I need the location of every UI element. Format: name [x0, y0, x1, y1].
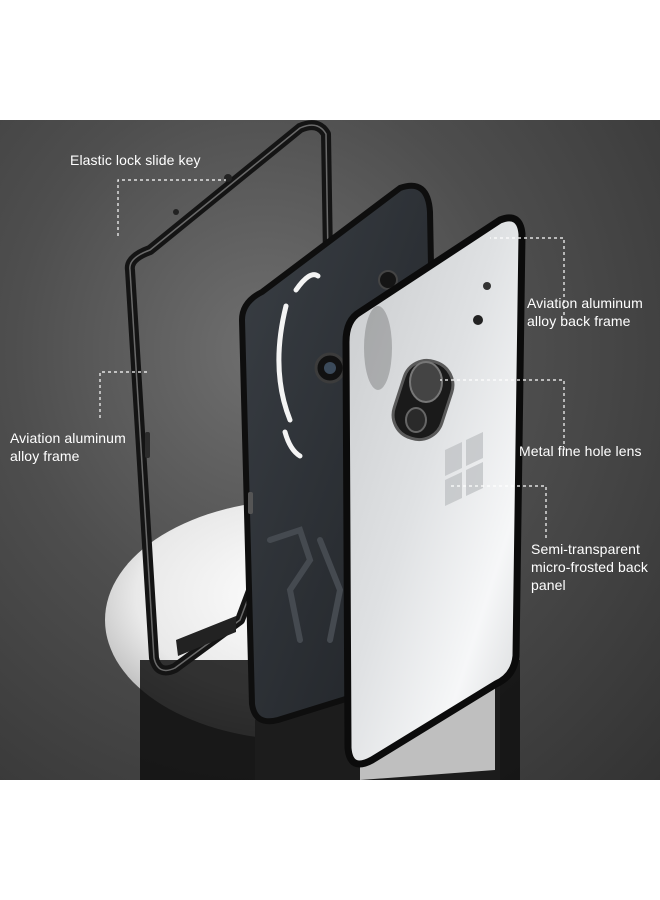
- callout-lens: Metal fine hole lens: [519, 442, 642, 460]
- product-illustration: [99, 120, 565, 780]
- callout-lens-text: Metal fine hole lens: [519, 443, 642, 459]
- callout-back-frame: Aviation aluminum alloy back frame: [527, 294, 643, 330]
- callout-lock-key: Elastic lock slide key: [70, 151, 201, 169]
- callout-leaders: [99, 179, 565, 538]
- product-scene: Elastic lock slide key Aviation aluminum…: [0, 120, 660, 780]
- callout-back-panel-text: Semi-transparent micro-frosted back pane…: [531, 541, 648, 593]
- callout-back-frame-text: Aviation aluminum alloy back frame: [527, 295, 643, 329]
- callout-frame: Aviation aluminum alloy frame: [10, 429, 126, 465]
- callout-back-panel: Semi-transparent micro-frosted back pane…: [531, 540, 648, 594]
- callout-frame-text: Aviation aluminum alloy frame: [10, 430, 126, 464]
- metal-lens-module: [391, 282, 491, 442]
- frosted-back-panel: [342, 214, 526, 768]
- aluminum-frame: [124, 120, 335, 676]
- callout-lock-key-text: Elastic lock slide key: [70, 152, 201, 168]
